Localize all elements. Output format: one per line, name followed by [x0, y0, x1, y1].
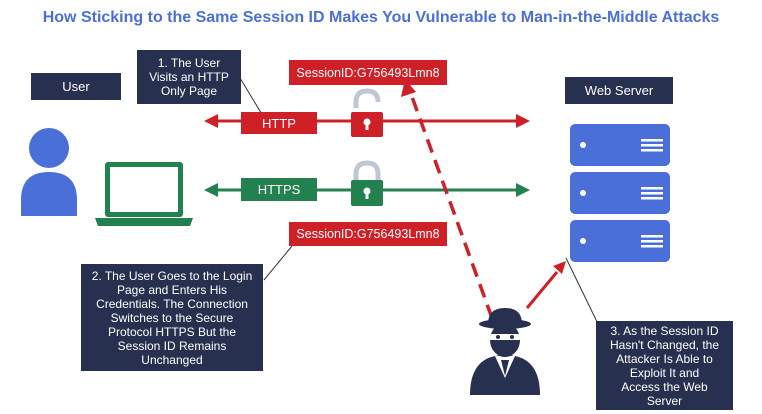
step2-line: Credentials. The Connection: [96, 296, 248, 311]
step1-leader-line: [239, 77, 264, 117]
step2-callout: 2. The User Goes to the Login Page and E…: [81, 264, 263, 371]
step1-callout: 1. The User Visits an HTTP Only Page: [137, 50, 241, 104]
step2-line: Switches to the Secure: [110, 310, 234, 325]
step3-callout: 3. As the Session ID Hasn't Changed, the…: [596, 321, 733, 410]
laptop-icon: [95, 162, 193, 226]
step2-line: Protocol HTTPS But the: [107, 324, 237, 339]
diagram-title: How Sticking to the Same Session ID Make…: [42, 9, 720, 26]
step3-line: Hasn't Changed, the: [609, 337, 720, 352]
step1-line: 1. The User: [157, 56, 221, 70]
step3-line: Attacker Is Able to: [616, 351, 713, 366]
step2-line: Unchanged: [141, 352, 203, 367]
step3-leader-line: [565, 257, 601, 329]
server-icon: [570, 124, 670, 262]
session-id-bottom: SessionID:G756493Lmn8: [289, 222, 447, 246]
web-server-label: Web Server: [565, 77, 673, 104]
attacker-icon: [470, 308, 540, 395]
step2-line: Page and Enters His: [116, 282, 228, 297]
user-icon: [21, 128, 77, 216]
closed-padlock-icon: [351, 160, 383, 206]
session-id-top: SessionID:G756493Lmn8: [289, 60, 447, 85]
step1-line: Visits an HTTP: [149, 70, 229, 84]
step1-line: Only Page: [160, 84, 218, 98]
open-padlock-icon: [351, 88, 383, 137]
step2-leader-line: [263, 245, 293, 281]
attack-arrow: [525, 261, 566, 309]
step3-line: Access the Web: [621, 379, 708, 394]
http-label: HTTP: [241, 112, 317, 134]
step3-line: Exploit It and: [629, 365, 700, 380]
session-intercept-line: [401, 79, 494, 319]
user-label: User: [31, 73, 121, 100]
step2-line: Session ID Remains: [117, 338, 227, 353]
step3-line: Server: [646, 393, 683, 408]
step2-line: 2. The User Goes to the Login: [91, 268, 253, 283]
https-label: HTTPS: [241, 178, 317, 201]
step3-line: 3. As the Session ID: [610, 323, 719, 338]
